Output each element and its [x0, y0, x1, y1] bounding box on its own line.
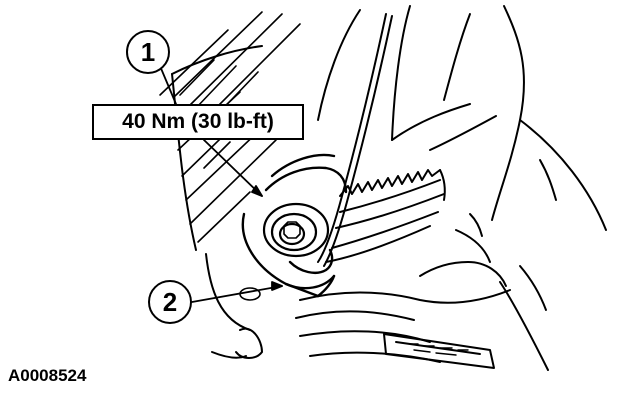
seat-cushion-trim	[295, 213, 549, 371]
seat-belt-webbing	[317, 13, 393, 267]
belt-anchor-bracket	[241, 153, 348, 298]
body-pillar-outline	[171, 5, 607, 359]
figure-reference-id: A0008524	[8, 366, 87, 385]
callout-1: 1	[126, 30, 170, 74]
latch-marking	[409, 343, 469, 356]
torque-spec-label: 40 Nm (30 lb-ft)	[92, 104, 304, 140]
leader-line-1	[159, 65, 263, 197]
anchor-bolt	[262, 202, 330, 258]
trim-serrated-edge	[325, 169, 446, 263]
leader-line-2	[191, 281, 283, 303]
callout-2: 2	[148, 280, 192, 324]
window-glass-panel	[159, 11, 301, 243]
